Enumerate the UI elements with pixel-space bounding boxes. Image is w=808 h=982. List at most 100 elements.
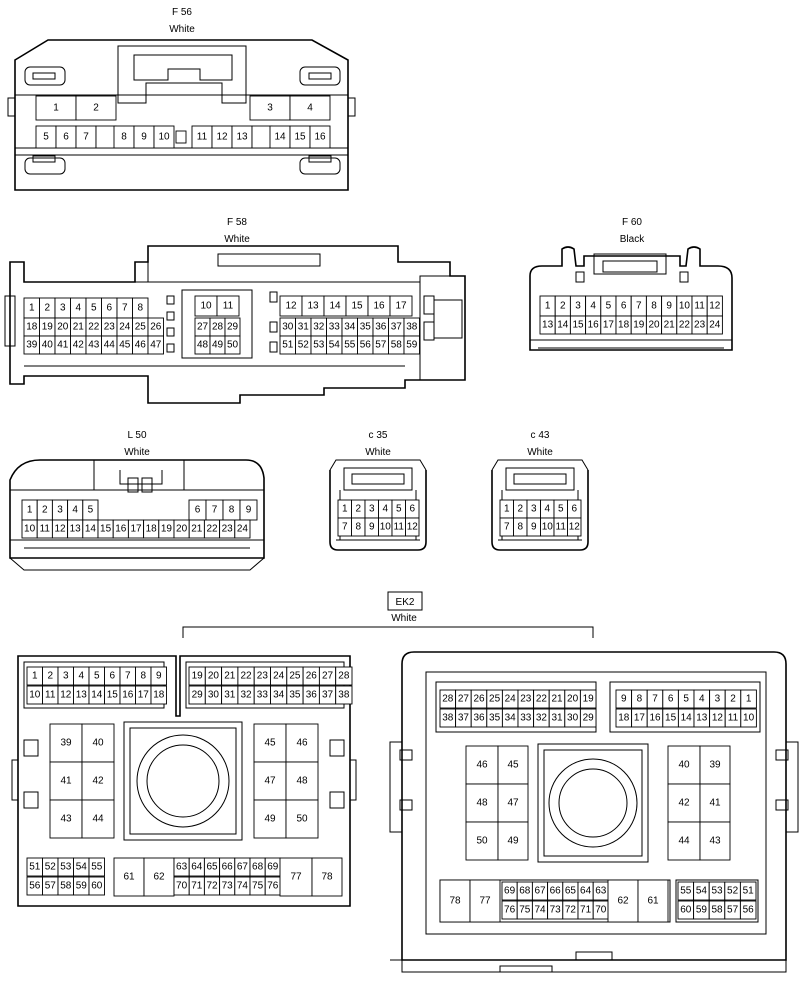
f56-pin-4: 4 <box>307 103 313 114</box>
ek2-cell <box>607 879 639 923</box>
ek2-pin-40: 40 <box>678 760 690 771</box>
ek2-cell <box>81 761 115 801</box>
c43-pin-8: 8 <box>517 522 523 533</box>
l50-pin-15: 15 <box>100 524 112 535</box>
ek2-pin-32: 32 <box>240 690 252 701</box>
ek2-pin-59: 59 <box>76 881 88 892</box>
ek2-pin-16: 16 <box>122 690 134 701</box>
ek2-pin-66: 66 <box>222 862 234 873</box>
f58-pin-32: 32 <box>313 322 325 333</box>
c35-pin-1: 1 <box>342 504 348 515</box>
f58-pin-35: 35 <box>360 322 372 333</box>
f60-pin-6: 6 <box>621 301 627 312</box>
ek2-pin-20: 20 <box>567 694 579 705</box>
ek2-pin-21: 21 <box>224 671 236 682</box>
f56-pin-11: 11 <box>197 132 208 143</box>
f60-pin-2: 2 <box>560 301 566 312</box>
ek2-pin-1: 1 <box>32 671 38 682</box>
ek2-pin-43: 43 <box>60 814 72 825</box>
f56-pin-3: 3 <box>267 103 273 114</box>
l50-pin-24: 24 <box>237 524 249 535</box>
ek2-cell <box>497 745 529 785</box>
f60-pin-21: 21 <box>664 320 676 331</box>
ek2-pin-11: 11 <box>728 713 739 724</box>
f56-pin-16: 16 <box>314 132 326 143</box>
ek2-pin-18: 18 <box>153 690 165 701</box>
ek2-pin-15: 15 <box>107 690 119 701</box>
ek2-pin-9: 9 <box>156 671 162 682</box>
ek2-pin-66: 66 <box>550 886 562 897</box>
f58-pin-7: 7 <box>122 303 128 314</box>
ek2-pin-7: 7 <box>652 694 658 705</box>
f58-pin-51: 51 <box>282 340 294 351</box>
ek2-pin-28: 28 <box>338 671 350 682</box>
l50-pin-17: 17 <box>130 524 142 535</box>
f58-pin-10: 10 <box>200 301 212 312</box>
f58-pin-44: 44 <box>104 340 116 351</box>
ek2-pin-24: 24 <box>273 671 285 682</box>
ek2-pin-31: 31 <box>224 690 236 701</box>
l50-pin-11: 11 <box>40 524 51 535</box>
ek2-pin-51: 51 <box>29 862 41 873</box>
l50-pin-14: 14 <box>85 524 97 535</box>
ek2-pin-28: 28 <box>442 694 454 705</box>
l50-pin-23: 23 <box>222 524 234 535</box>
ek2-pin-34: 34 <box>273 690 285 701</box>
ek2-pin-41: 41 <box>709 798 721 809</box>
ek2-cell <box>739 881 757 901</box>
ek2-pin-73: 73 <box>550 905 562 916</box>
c35-pin-6: 6 <box>409 504 415 515</box>
ek2-cell <box>150 685 167 705</box>
ek2-pin-71: 71 <box>191 881 203 892</box>
ek2-pin-48: 48 <box>296 776 308 787</box>
f58-cell <box>147 335 164 355</box>
f56-cell <box>175 130 187 144</box>
f58-pin-4: 4 <box>75 303 81 314</box>
ek2-cell <box>49 723 83 763</box>
f58-pin-18: 18 <box>26 322 38 333</box>
f58-name: F 58 <box>227 217 247 228</box>
f56-pin-15: 15 <box>294 132 306 143</box>
f58-pin-52: 52 <box>298 340 310 351</box>
ek2-pin-32: 32 <box>536 713 548 724</box>
ek2-cell <box>667 745 701 785</box>
f60-pin-24: 24 <box>709 320 721 331</box>
f60-pin-13: 13 <box>542 320 554 331</box>
ek2-pin-38: 38 <box>338 690 350 701</box>
ek2-pin-72: 72 <box>206 881 218 892</box>
f56-cell <box>35 95 77 121</box>
f56-color: White <box>169 24 195 35</box>
ek2-pin-64: 64 <box>191 862 203 873</box>
f60-pin-22: 22 <box>679 320 691 331</box>
ek2-pin-23: 23 <box>257 671 269 682</box>
ek2-pin-3: 3 <box>715 694 721 705</box>
ek2-pin-20: 20 <box>208 671 220 682</box>
f56-cell <box>95 125 117 149</box>
c43-pin-1: 1 <box>504 504 510 515</box>
f58-pin-56: 56 <box>360 340 372 351</box>
f60-name: F 60 <box>622 217 642 228</box>
l50-pin-9: 9 <box>246 505 252 516</box>
ek2-pin-22: 22 <box>240 671 252 682</box>
f58-color: White <box>224 234 250 245</box>
f58-cell <box>389 295 413 317</box>
ek2-cell <box>253 723 287 763</box>
l50-color: White <box>124 447 150 458</box>
ek2-pin-6: 6 <box>668 694 674 705</box>
ek2-pin-26: 26 <box>306 671 318 682</box>
ek2-pin-10: 10 <box>743 713 755 724</box>
ek2-pin-27: 27 <box>458 694 470 705</box>
ek2-pin-12: 12 <box>60 690 72 701</box>
ek2-pin-14: 14 <box>681 713 693 724</box>
f58-pin-22: 22 <box>88 322 100 333</box>
c43-pin-7: 7 <box>504 522 510 533</box>
f58-pin-28: 28 <box>212 322 224 333</box>
ek2-pin-5: 5 <box>94 671 100 682</box>
ek2-pin-11: 11 <box>45 690 56 701</box>
ek2-pin-33: 33 <box>257 690 269 701</box>
f60-pin-14: 14 <box>557 320 569 331</box>
ek2-cell <box>740 708 757 728</box>
